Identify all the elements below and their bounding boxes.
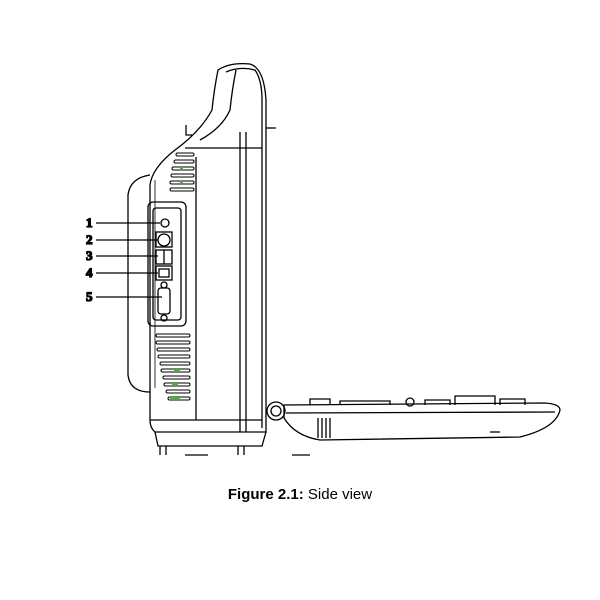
base-feet	[154, 431, 310, 456]
port-1-power-jack	[160, 218, 170, 228]
upper-vents	[169, 152, 195, 192]
caption-text: Side view	[303, 486, 373, 503]
callout-4: 4	[86, 265, 93, 280]
control-panel-keyboard	[266, 395, 561, 441]
callouts: 1 2 3 4 5	[85, 214, 162, 305]
callout-3: 3	[86, 248, 93, 263]
callout-2: 2	[86, 232, 93, 247]
callout-1: 1	[86, 215, 93, 230]
io-port-panel	[147, 201, 187, 327]
caption-label: Figure 2.1:	[227, 486, 304, 503]
main-unit-body	[149, 62, 276, 433]
lower-vents	[155, 333, 191, 401]
callout-5: 5	[86, 289, 93, 304]
port-5-vga	[157, 287, 171, 315]
figure-caption: Figure 2.1: Side view	[0, 486, 600, 503]
rear-handle	[127, 174, 151, 393]
